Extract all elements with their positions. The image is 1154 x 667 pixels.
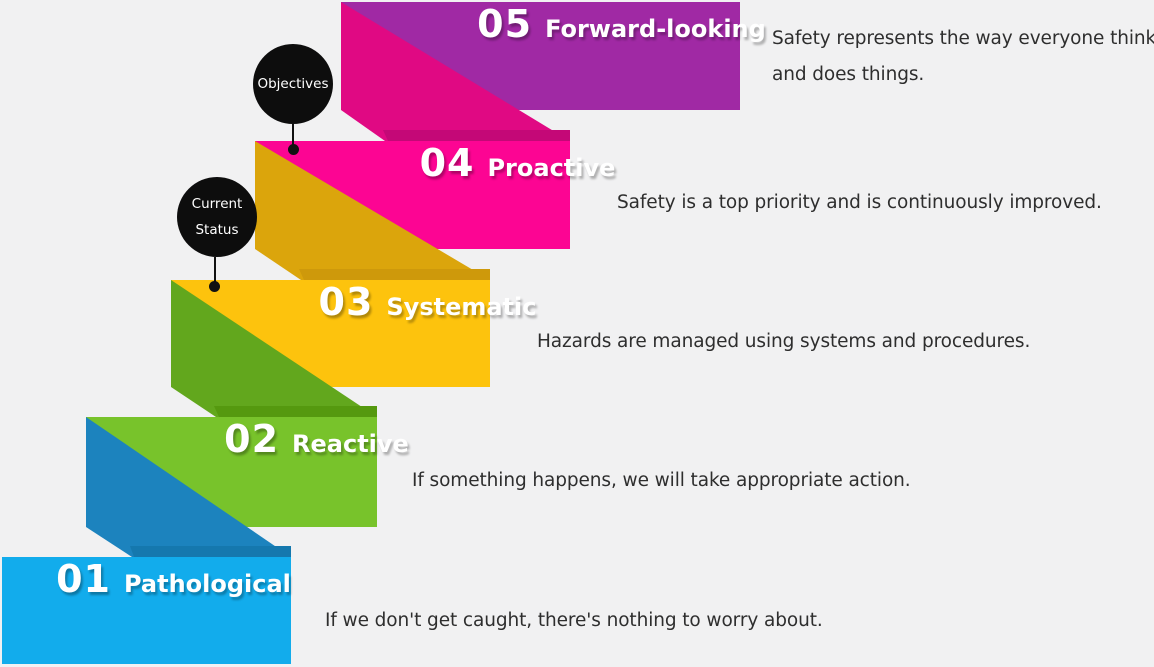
objectives-connector-dot: [288, 144, 299, 155]
ribbon-fold-shadow-05: [383, 130, 570, 141]
current-status-marker-line1: Current: [191, 196, 243, 212]
current-status-connector-dot: [209, 281, 220, 292]
ribbon-fold-shadow-04: [299, 269, 490, 280]
ribbon-fold-04: [255, 141, 490, 280]
current-status-marker-line2: Status: [195, 222, 239, 238]
level-description-03: Hazards are managed using systems and pr…: [537, 331, 1031, 352]
objectives-connector-line: [292, 124, 294, 147]
ribbon-fold-05: [341, 2, 570, 141]
level-description-04: Safety is a top priority and is continuo…: [617, 192, 1102, 213]
level-description-05: Safety represents the way everyone think…: [772, 28, 1154, 85]
objectives-marker: Objectives: [253, 44, 333, 124]
current-status-connector-line: [214, 257, 216, 283]
ribbon-fold-02: [86, 417, 291, 557]
ribbon-fold-shadow-03: [214, 406, 377, 417]
level-description-01: If we don't get caught, there's nothing …: [325, 610, 823, 631]
current-status-marker: Current Status: [177, 177, 257, 257]
ribbon-band-01: [2, 557, 291, 664]
level-description-02: If something happens, we will take appro…: [412, 470, 911, 491]
ribbon-fold-shadow-02: [130, 546, 291, 557]
objectives-marker-label: Objectives: [257, 76, 329, 92]
ribbon-fold-03: [171, 280, 377, 417]
